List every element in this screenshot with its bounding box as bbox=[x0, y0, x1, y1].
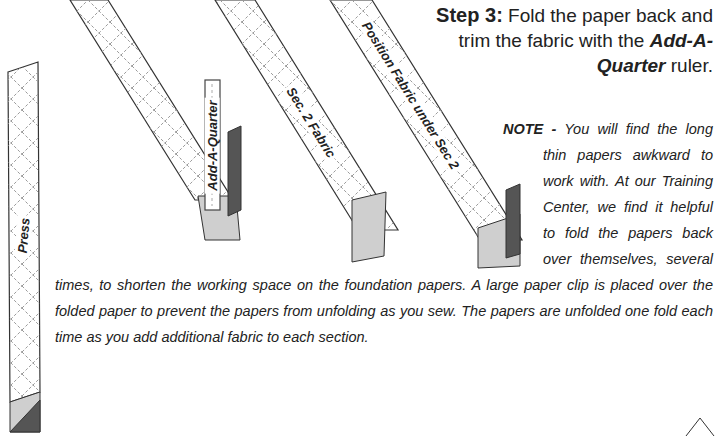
note-paragraph: NOTE - You will find the long thin paper… bbox=[55, 116, 713, 350]
note-label: NOTE - bbox=[503, 121, 556, 137]
note-text: You will find the long thin papers awkwa… bbox=[55, 121, 713, 345]
note-body: NOTE - You will find the long thin paper… bbox=[55, 116, 713, 350]
note-spacer bbox=[55, 116, 543, 272]
trim-strip bbox=[70, 0, 241, 240]
corner-mark bbox=[686, 418, 714, 436]
ruler-label: Add-A-Quarter bbox=[205, 97, 220, 193]
step-number: Step 3: bbox=[436, 4, 503, 26]
step-heading: Step 3: Fold the paper back and trim the… bbox=[430, 3, 713, 78]
step-instruction-end: ruler. bbox=[671, 55, 713, 76]
press-strip bbox=[8, 62, 40, 432]
strip-label: Position Fabric under Sec 2 bbox=[358, 16, 465, 174]
